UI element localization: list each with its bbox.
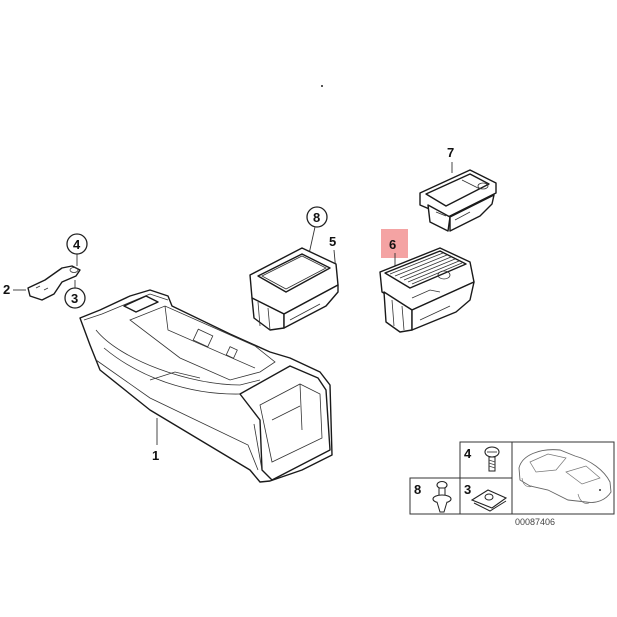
part-6-ashtray-insert[interactable]: [379, 247, 475, 333]
car-outline-icon: [518, 449, 612, 504]
part-5-storage-insert[interactable]: [249, 247, 339, 331]
callout-6[interactable]: 6: [389, 237, 396, 252]
legend-cell-3[interactable]: 3: [464, 482, 508, 512]
expansion-rivet-icon: [432, 480, 452, 513]
callout-3[interactable]: 3: [71, 291, 78, 306]
clip-nut-icon: [470, 489, 508, 512]
callout-5[interactable]: 5: [329, 234, 336, 249]
legend-label-4: 4: [464, 446, 472, 461]
callout-8[interactable]: 8: [313, 210, 320, 225]
callout-1[interactable]: 1: [152, 448, 159, 463]
callout-4[interactable]: 4: [73, 237, 81, 252]
callout-6-highlight: [381, 229, 408, 258]
callout-2[interactable]: 2: [3, 282, 10, 297]
fastener-legend: 4 3 8: [409, 441, 615, 515]
stray-dot: [321, 85, 323, 87]
callout-7[interactable]: 7: [447, 145, 454, 160]
legend-label-8: 8: [414, 482, 421, 497]
legend-label-3: 3: [464, 482, 471, 497]
screw-icon: [484, 446, 500, 472]
legend-cell-4[interactable]: 4: [464, 446, 500, 472]
part-1-center-console[interactable]: [79, 289, 333, 483]
part-2-bracket[interactable]: [27, 265, 81, 301]
legend-cell-8[interactable]: 8: [414, 480, 452, 513]
diagram-number-caption: 00087406: [515, 517, 555, 527]
callout-8-circle: [306, 206, 328, 228]
part-7-ashtray-tray[interactable]: [419, 169, 497, 232]
